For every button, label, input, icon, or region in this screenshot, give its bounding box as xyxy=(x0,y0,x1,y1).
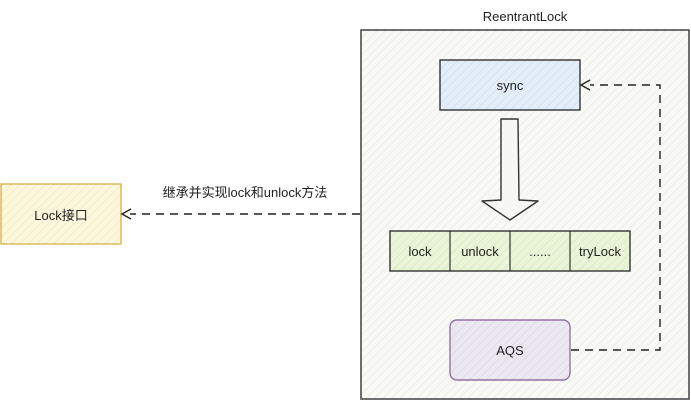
method-cell-ellipsis: ...... xyxy=(529,243,551,259)
aqs-label: AQS xyxy=(496,342,524,358)
method-cell-lock[interactable]: lock xyxy=(408,243,432,259)
implements-edge xyxy=(120,208,360,220)
method-cell-trylock[interactable]: tryLock xyxy=(579,243,621,259)
lock-interface-label: Lock接口 xyxy=(34,207,88,223)
down-block-arrow xyxy=(481,118,539,221)
container-title: ReentrantLock xyxy=(482,8,568,24)
methods-row xyxy=(389,230,631,272)
sync-box[interactable] xyxy=(439,59,581,111)
open-arrowhead-icon xyxy=(579,79,591,91)
open-arrowhead-icon xyxy=(120,208,132,220)
lock-interface-box[interactable] xyxy=(0,183,122,245)
aqs-to-sync-edge xyxy=(571,79,661,351)
implements-edge-label: 继承并实现lock和unlock方法 xyxy=(162,184,328,200)
sync-label: sync xyxy=(496,77,524,93)
method-cell-unlock[interactable]: unlock xyxy=(461,243,499,259)
aqs-box[interactable] xyxy=(449,319,571,381)
